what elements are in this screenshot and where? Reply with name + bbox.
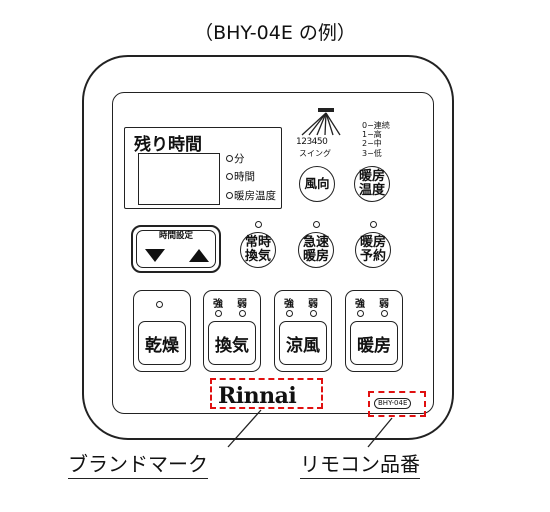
weak-lamp: [381, 310, 388, 317]
weak-label: 弱: [308, 299, 318, 310]
brand-mark-caption: ブランドマーク: [68, 448, 208, 479]
constant-ventilation-button[interactable]: 常時換気: [240, 232, 276, 268]
fan-level-legend: 0−連続 1−高 2−中 3−低: [362, 121, 390, 158]
swing-numbers: 123450: [296, 137, 328, 147]
heating-timer-button[interactable]: 暖房予約: [355, 232, 391, 268]
heat-timer-lamp: [370, 221, 377, 228]
strong-label: 強: [213, 299, 223, 310]
weak-lamp: [239, 310, 246, 317]
unit-indicator-icon: [226, 155, 233, 162]
lcd-screen: [138, 153, 220, 205]
remote-outer-frame: [82, 55, 454, 440]
cool-breeze-button-face: 涼風: [279, 321, 327, 365]
time-up-arrow-icon[interactable]: [189, 249, 209, 262]
cool-breeze-button[interactable]: 強 弱 涼風: [274, 290, 332, 372]
strong-label: 強: [284, 299, 294, 310]
ventilation-lamp: [255, 221, 262, 228]
time-setting-label: 時間設定: [158, 231, 193, 241]
unit-indicator-icon: [226, 173, 233, 180]
unit-indicator-icon: [226, 192, 233, 199]
unit-hours: 時間: [226, 169, 255, 184]
rapid-heat-lamp: [313, 221, 320, 228]
dry-button-face: 乾燥: [138, 321, 186, 365]
unit-minutes: 分: [226, 151, 245, 166]
display-title: 残り時間: [134, 135, 202, 155]
model-number-label: BHY-04E: [374, 398, 412, 409]
model-highlight-box: [368, 391, 426, 417]
heating-button-face: 暖房: [350, 321, 398, 365]
time-down-arrow-icon[interactable]: [145, 249, 165, 262]
remote-panel: [112, 92, 434, 414]
brand-logo: Rinnai: [218, 383, 297, 409]
swing-label: スイング: [299, 149, 331, 158]
brand-highlight-box: [210, 378, 323, 409]
heating-button[interactable]: 強 弱 暖房: [345, 290, 403, 372]
strong-label: 強: [355, 299, 365, 310]
rapid-heating-button[interactable]: 急速暖房: [298, 232, 334, 268]
ventilation-button[interactable]: 強 弱 換気: [203, 290, 261, 372]
airflow-direction-button[interactable]: 風向: [299, 166, 335, 202]
model-number-caption: リモコン品番: [300, 448, 420, 479]
weak-lamp: [310, 310, 317, 317]
time-setting-inner-frame: [136, 230, 216, 268]
weak-label: 弱: [379, 299, 389, 310]
swing-fan-icon: [301, 108, 341, 136]
figure-caption: （BHY-04E の例）: [194, 22, 356, 44]
strong-lamp: [215, 310, 222, 317]
unit-heating-temp: 暖房温度: [226, 188, 276, 203]
heating-temp-button[interactable]: 暖房温度: [354, 166, 390, 202]
remaining-time-display: [124, 127, 282, 209]
dry-button[interactable]: 乾燥: [133, 290, 191, 372]
weak-label: 弱: [237, 299, 247, 310]
time-setting-button[interactable]: 時間設定: [131, 225, 221, 273]
ventilation-button-face: 換気: [208, 321, 256, 365]
strong-lamp: [286, 310, 293, 317]
strong-lamp: [357, 310, 364, 317]
dry-lamp: [156, 301, 163, 308]
